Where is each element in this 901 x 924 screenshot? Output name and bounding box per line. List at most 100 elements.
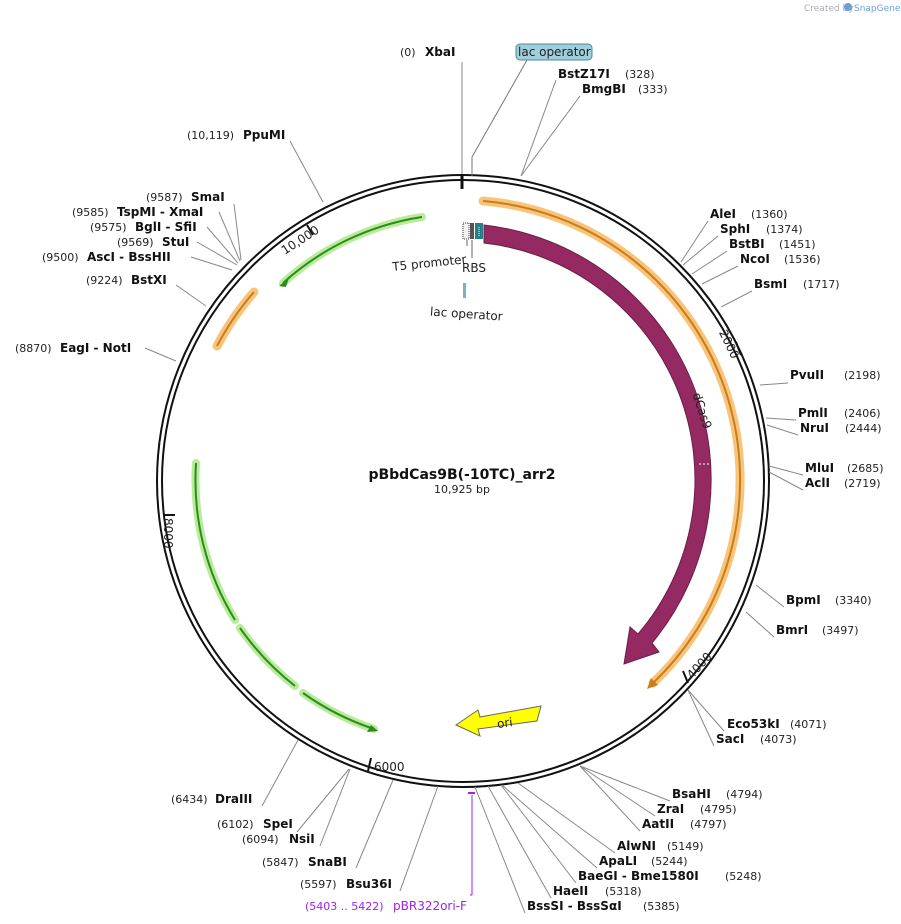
enzyme-pos-ncoi: (1536) bbox=[784, 253, 821, 266]
enzyme-name-stui[interactable]: StuI bbox=[162, 235, 189, 249]
leader-bsahi bbox=[579, 765, 671, 802]
enzyme-name-apali[interactable]: ApaLI bbox=[599, 854, 637, 868]
leader-baegi bbox=[500, 784, 577, 884]
enzyme-name-pvuii[interactable]: PvuII bbox=[790, 368, 824, 382]
leader-tspmi bbox=[218, 211, 241, 262]
leader-zrai bbox=[579, 765, 656, 817]
enzyme-pos-snabi: (5847) bbox=[262, 856, 299, 869]
enzyme-name-xbai[interactable]: XbaI bbox=[425, 45, 455, 59]
enzyme-name-bstbi[interactable]: BstBI bbox=[729, 237, 765, 251]
leader-ppumi bbox=[289, 140, 324, 203]
enzyme-name-eagi[interactable]: EagI - NotI bbox=[60, 341, 131, 355]
green-orf-1-arrowhead bbox=[279, 278, 289, 287]
rbs-block bbox=[470, 223, 474, 239]
enzyme-pos-alwni: (5149) bbox=[667, 840, 704, 853]
enzyme-name-nsii[interactable]: NsiI bbox=[289, 832, 315, 846]
leader-aatii bbox=[579, 765, 641, 832]
enzyme-name-asci[interactable]: AscI - BssHII bbox=[87, 250, 171, 264]
enzyme-name-zrai[interactable]: ZraI bbox=[657, 802, 684, 816]
enzyme-name-bstxi[interactable]: BstXI bbox=[131, 273, 167, 287]
primer-name[interactable]: pBR322ori-F bbox=[393, 899, 467, 913]
enzyme-pos-spei: (6102) bbox=[217, 818, 254, 831]
lac-operator-tag[interactable] bbox=[515, 43, 593, 61]
t5-promoter-label: T5 promoter bbox=[391, 252, 468, 274]
leader-eagi bbox=[144, 347, 177, 362]
enzyme-name-aatii[interactable]: AatII bbox=[642, 817, 674, 831]
enzyme-name-bsmi[interactable]: BsmI bbox=[754, 277, 787, 291]
orf-track bbox=[482, 200, 742, 684]
enzyme-pos-bsu36i: (5597) bbox=[300, 878, 337, 891]
enzyme-pos-draiii: (6434) bbox=[171, 793, 208, 806]
tick-label-8000: 8000 bbox=[161, 518, 175, 549]
enzyme-name-baegi[interactable]: BaeGI - Bme1580I bbox=[578, 869, 699, 883]
enzyme-name-pmli[interactable]: PmlI bbox=[798, 406, 828, 420]
enzyme-pos-bstbi: (1451) bbox=[779, 238, 816, 251]
enzyme-pos-bpmi: (3340) bbox=[835, 594, 872, 607]
green-orf-2 bbox=[194, 462, 236, 621]
enzyme-name-bsssi[interactable]: BssSI - BssSαI bbox=[527, 899, 622, 913]
leader-bsssi bbox=[474, 786, 526, 914]
enzyme-pos-apali: (5244) bbox=[651, 855, 688, 868]
enzyme-pos-tspmi: (9585) bbox=[72, 206, 109, 219]
enzyme-name-ncoi[interactable]: NcoI bbox=[740, 252, 770, 266]
primer-range: (5403 .. 5422) bbox=[305, 900, 384, 913]
dcas9-feature[interactable] bbox=[483, 224, 712, 665]
leader-ncoi bbox=[701, 265, 739, 285]
enzyme-name-draiii[interactable]: DraIII bbox=[215, 792, 252, 806]
enzyme-name-haeii[interactable]: HaeII bbox=[553, 884, 588, 898]
enzyme-name-bsahi[interactable]: BsaHI bbox=[672, 787, 711, 801]
enzyme-pos-bsmi: (1717) bbox=[803, 278, 840, 291]
enzyme-name-spei[interactable]: SpeI bbox=[263, 817, 293, 831]
enzyme-name-bgli[interactable]: BglI - SfiI bbox=[135, 220, 197, 234]
enzyme-name-bsu36i[interactable]: Bsu36I bbox=[346, 877, 392, 891]
leader-apali bbox=[501, 784, 598, 869]
leader-bstz17i bbox=[520, 79, 557, 177]
enzyme-leaders bbox=[144, 62, 804, 914]
enzyme-pos-bgli: (9575) bbox=[90, 221, 127, 234]
enzyme-pos-bsahi: (4794) bbox=[726, 788, 763, 801]
enzyme-name-sphi[interactable]: SphI bbox=[720, 222, 750, 236]
enzyme-name-ppumi[interactable]: PpuMI bbox=[243, 128, 285, 142]
snapgene-logo-icon bbox=[844, 3, 852, 11]
enzyme-name-nrui[interactable]: NruI bbox=[800, 421, 829, 435]
lac-operator-tag-label: lac operator bbox=[518, 45, 591, 59]
enzyme-name-acli[interactable]: AclI bbox=[805, 476, 830, 490]
orf-track-arrowhead bbox=[647, 678, 658, 689]
enzyme-pos-ppumi: (10,119) bbox=[187, 129, 234, 142]
enzyme-name-saci[interactable]: SacI bbox=[716, 732, 744, 746]
enzyme-name-bmri[interactable]: BmrI bbox=[776, 623, 808, 637]
leader-bstxi bbox=[175, 284, 207, 307]
tick-label-2000: 2000 bbox=[716, 327, 742, 361]
leader-haeii bbox=[487, 785, 552, 899]
green-orf-3 bbox=[239, 627, 296, 687]
enzyme-name-alwni[interactable]: AlwNI bbox=[617, 839, 656, 853]
lac-operator-inner-mark bbox=[463, 283, 466, 298]
enzyme-name-snabi[interactable]: SnaBI bbox=[308, 855, 347, 869]
leader-spei bbox=[296, 768, 350, 833]
enzyme-pos-asci: (9500) bbox=[42, 251, 79, 264]
enzyme-name-tspmi[interactable]: TspMI - XmaI bbox=[117, 205, 203, 219]
enzyme-pos-eco53ki: (4071) bbox=[790, 718, 827, 731]
green-orf-4-arrowhead bbox=[367, 725, 378, 732]
enzyme-pos-xbai: (0) bbox=[400, 46, 416, 59]
green-orf-1-glow bbox=[279, 213, 426, 287]
enzyme-pos-saci: (4073) bbox=[760, 733, 797, 746]
lac-operator-inner-label: lac operator bbox=[430, 305, 504, 324]
leader-bsmi bbox=[720, 290, 753, 308]
enzyme-pos-bmri: (3497) bbox=[822, 624, 859, 637]
enzyme-pos-nrui: (2444) bbox=[845, 422, 882, 435]
enzyme-name-bpmi[interactable]: BpmI bbox=[786, 593, 821, 607]
enzyme-name-alei[interactable]: AleI bbox=[710, 207, 736, 221]
ori-feature[interactable] bbox=[454, 705, 542, 737]
enzyme-name-eco53ki[interactable]: Eco53kI bbox=[727, 717, 780, 731]
leader-snabi bbox=[355, 779, 394, 869]
leader-bsu36i bbox=[399, 785, 439, 892]
leader-pvuii bbox=[759, 382, 789, 386]
enzyme-name-mlui[interactable]: MluI bbox=[805, 461, 834, 475]
enzyme-name-smai[interactable]: SmaI bbox=[191, 190, 225, 204]
enzyme-name-bstz17i[interactable]: BstZ17I bbox=[558, 67, 610, 81]
leader-pmli bbox=[765, 417, 797, 421]
lac-operator-leader bbox=[471, 59, 528, 158]
enzyme-name-bmgbi[interactable]: BmgBI bbox=[582, 82, 626, 96]
